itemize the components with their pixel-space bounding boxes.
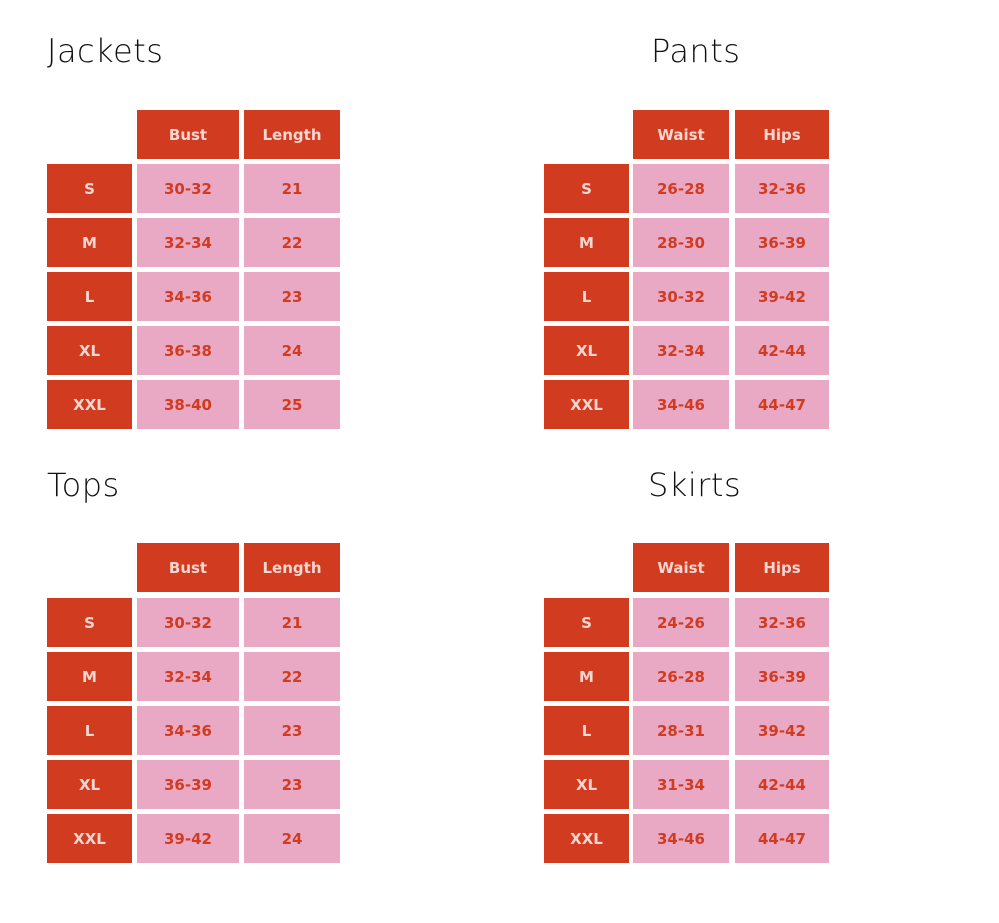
chart-title: Jackets	[47, 32, 164, 70]
measurement-cell: 39-42	[735, 272, 829, 321]
measurement-cell: 30-32	[633, 272, 729, 321]
column-header: Bust	[137, 110, 239, 159]
column-header: Waist	[633, 110, 729, 159]
size-label: S	[544, 164, 629, 213]
measurement-cell: 25	[244, 380, 340, 429]
chart-title: Skirts	[648, 466, 742, 504]
measurement-cell: 31-34	[633, 760, 729, 809]
size-label: L	[544, 706, 629, 755]
column-header: Waist	[633, 543, 729, 592]
measurement-cell: 42-44	[735, 760, 829, 809]
size-label: XXL	[47, 380, 132, 429]
measurement-cell: 28-30	[633, 218, 729, 267]
column-header: Length	[244, 543, 340, 592]
measurement-cell: 32-36	[735, 598, 829, 647]
measurement-cell: 36-38	[137, 326, 239, 375]
measurement-cell: 24-26	[633, 598, 729, 647]
measurement-cell: 36-39	[735, 218, 829, 267]
measurement-cell: 44-47	[735, 814, 829, 863]
measurement-cell: 32-34	[137, 218, 239, 267]
size-label: S	[47, 164, 132, 213]
size-label: S	[544, 598, 629, 647]
measurement-cell: 34-46	[633, 814, 729, 863]
measurement-cell: 36-39	[137, 760, 239, 809]
size-label: L	[544, 272, 629, 321]
measurement-cell: 23	[244, 760, 340, 809]
measurement-cell: 34-36	[137, 706, 239, 755]
measurement-cell: 22	[244, 652, 340, 701]
measurement-cell: 44-47	[735, 380, 829, 429]
size-label: XL	[544, 326, 629, 375]
measurement-cell: 26-28	[633, 164, 729, 213]
chart-title: Tops	[47, 466, 120, 504]
measurement-cell: 24	[244, 814, 340, 863]
size-label: XXL	[47, 814, 132, 863]
size-label: L	[47, 272, 132, 321]
measurement-cell: 21	[244, 598, 340, 647]
measurement-cell: 36-39	[735, 652, 829, 701]
chart-title: Pants	[651, 32, 741, 70]
column-header: Hips	[735, 543, 829, 592]
measurement-cell: 34-46	[633, 380, 729, 429]
measurement-cell: 24	[244, 326, 340, 375]
size-label: XL	[47, 326, 132, 375]
measurement-cell: 32-36	[735, 164, 829, 213]
size-label: M	[544, 218, 629, 267]
column-header: Bust	[137, 543, 239, 592]
size-label: XL	[544, 760, 629, 809]
measurement-cell: 38-40	[137, 380, 239, 429]
size-label: L	[47, 706, 132, 755]
size-label: S	[47, 598, 132, 647]
measurement-cell: 30-32	[137, 598, 239, 647]
measurement-cell: 28-31	[633, 706, 729, 755]
size-label: XL	[47, 760, 132, 809]
measurement-cell: 42-44	[735, 326, 829, 375]
measurement-cell: 23	[244, 706, 340, 755]
measurement-cell: 39-42	[735, 706, 829, 755]
measurement-cell: 32-34	[137, 652, 239, 701]
size-label: M	[47, 218, 132, 267]
measurement-cell: 26-28	[633, 652, 729, 701]
column-header: Length	[244, 110, 340, 159]
measurement-cell: 22	[244, 218, 340, 267]
measurement-cell: 34-36	[137, 272, 239, 321]
measurement-cell: 39-42	[137, 814, 239, 863]
size-label: M	[544, 652, 629, 701]
size-label: XXL	[544, 380, 629, 429]
measurement-cell: 30-32	[137, 164, 239, 213]
size-label: M	[47, 652, 132, 701]
measurement-cell: 32-34	[633, 326, 729, 375]
measurement-cell: 21	[244, 164, 340, 213]
column-header: Hips	[735, 110, 829, 159]
size-label: XXL	[544, 814, 629, 863]
measurement-cell: 23	[244, 272, 340, 321]
